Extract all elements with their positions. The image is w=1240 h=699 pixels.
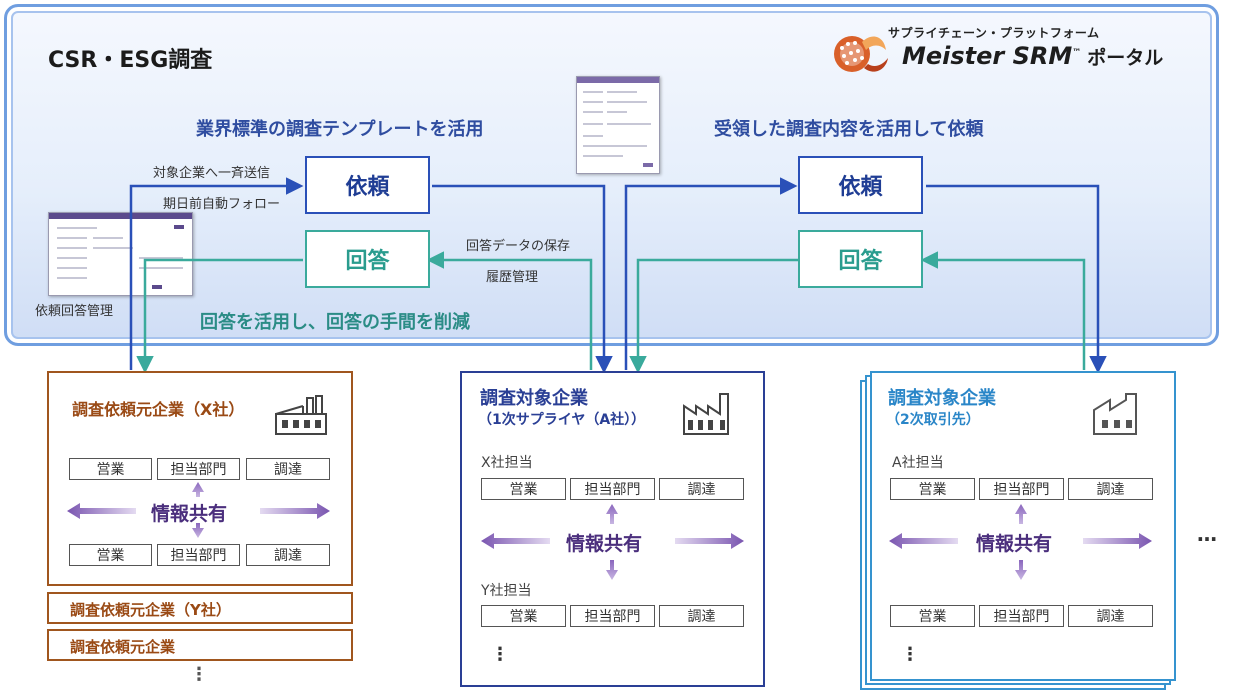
tier2-a-contact: A社担当	[892, 455, 944, 471]
dept-owner: 担当部門	[570, 478, 655, 500]
tier1-more-dots: ⋮	[491, 644, 509, 665]
requester-y-title: 調査依頼元企業（Y社）	[70, 601, 231, 619]
dept-sales: 営業	[481, 605, 566, 627]
dept-procurement: 調達	[246, 544, 330, 566]
dept-sales: 営業	[481, 478, 566, 500]
tier1-card	[460, 371, 765, 687]
portal-panel	[4, 4, 1219, 346]
page-title: CSR・ESG調査	[48, 48, 213, 73]
dept-owner: 担当部門	[979, 605, 1064, 627]
tier2-card	[870, 371, 1176, 681]
brand-logo-icon	[834, 36, 888, 72]
dept-procurement: 調達	[1068, 478, 1153, 500]
requester-y-card	[47, 592, 353, 624]
dept-procurement: 調達	[659, 605, 744, 627]
tier1-x-contact: X社担当	[481, 455, 533, 471]
history-label: 履歴管理	[486, 270, 539, 285]
share-label-tier2: 情報共有	[976, 533, 1053, 555]
follow-label: 期日前自動フォロー	[163, 197, 281, 212]
tier1-y-contact: Y社担当	[481, 583, 532, 599]
data-save-label: 回答データの保存	[466, 239, 571, 254]
factory-icon	[275, 395, 327, 435]
dept-sales: 営業	[69, 458, 152, 480]
factory-icon	[1093, 393, 1137, 435]
heading-left: 業界標準の調査テンプレートを活用	[196, 119, 484, 140]
tier1-subtitle: （1次サプライヤ（A社））	[478, 412, 646, 428]
heading-right: 受領した調査内容を活用して依頼	[714, 119, 984, 140]
thumb-label: 依頼回答管理	[35, 304, 114, 319]
tier1-title: 調査対象企業	[480, 388, 588, 409]
dept-procurement: 調達	[1068, 605, 1153, 627]
dept-owner: 担当部門	[979, 478, 1064, 500]
dept-owner: 担当部門	[157, 458, 240, 480]
requester-more-dots: ⋮	[190, 664, 208, 685]
dept-owner: 担当部門	[570, 605, 655, 627]
requester-generic-title: 調査依頼元企業	[70, 638, 176, 656]
dept-sales: 営業	[890, 605, 975, 627]
tier2-title: 調査対象企業	[888, 388, 996, 409]
tier2-more-dots: ⋮	[901, 644, 919, 665]
tier2-subtitle: （2次取引先）	[886, 412, 980, 428]
request-button-right[interactable]: 依頼	[798, 156, 923, 214]
dept-procurement: 調達	[659, 478, 744, 500]
share-label-tier1: 情報共有	[566, 533, 643, 555]
send-label: 対象企業へ一斉送信	[153, 166, 271, 181]
dept-procurement: 調達	[246, 458, 330, 480]
dept-owner: 担当部門	[157, 544, 240, 566]
request-management-thumbnail	[48, 212, 193, 296]
requester-generic-card	[47, 629, 353, 661]
answer-button-right[interactable]: 回答	[798, 230, 923, 288]
dept-sales: 営業	[69, 544, 152, 566]
more-partners-ellipsis: …	[1197, 522, 1217, 546]
share-label-requester: 情報共有	[151, 503, 228, 525]
answer-button-left[interactable]: 回答	[305, 230, 430, 288]
dept-sales: 営業	[890, 478, 975, 500]
brand-subtitle: サプライチェーン・プラットフォーム	[888, 26, 1100, 40]
request-button-left[interactable]: 依頼	[305, 156, 430, 214]
requester-x-title: 調査依頼元企業（X社）	[72, 400, 245, 419]
factory-icon	[683, 393, 729, 435]
survey-form-thumbnail	[576, 76, 660, 174]
bottom-text: 回答を活用し、回答の手間を削減	[200, 312, 470, 333]
